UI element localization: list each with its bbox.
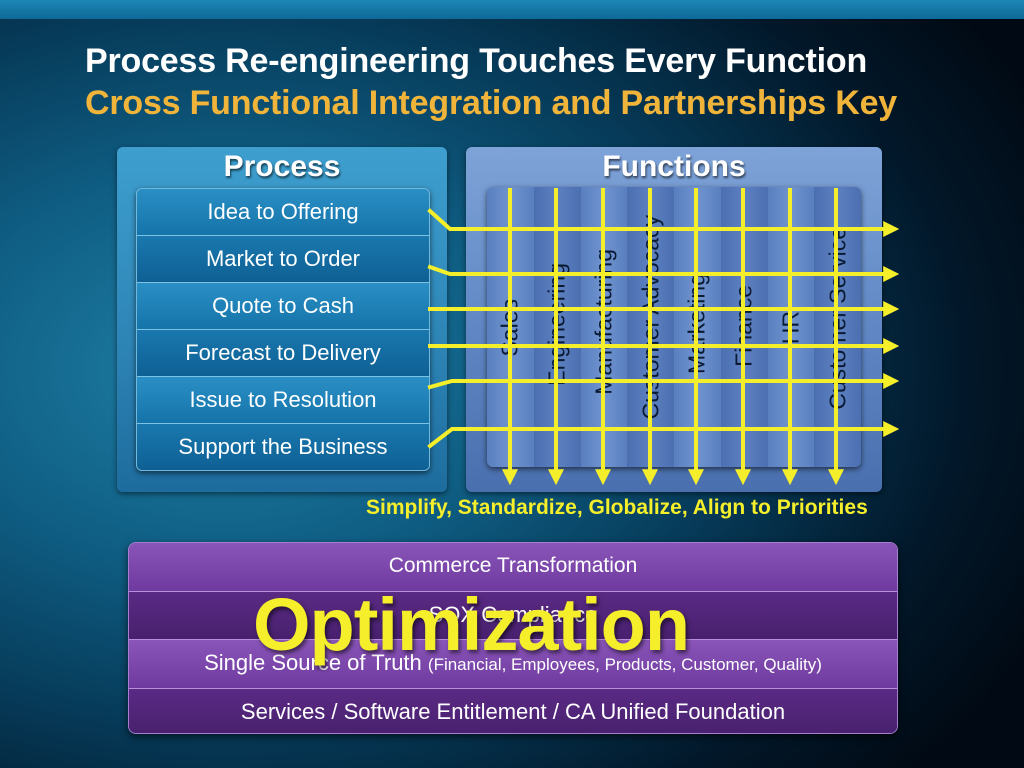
functions-header: Functions	[602, 150, 746, 183]
top-accent-bar	[0, 0, 1024, 19]
process-arrow	[427, 421, 900, 449]
process-arrow	[427, 264, 900, 282]
process-item: Forecast to Delivery	[137, 329, 429, 376]
process-item: Quote to Cash	[137, 282, 429, 329]
process-list: Idea to Offering Market to Order Quote t…	[136, 188, 430, 471]
optimization-row-detail: (Financial, Employees, Products, Custome…	[427, 655, 822, 674]
optimization-row: Commerce Transformation	[129, 543, 897, 591]
optimization-row: SOX Compliance	[129, 590, 897, 639]
slide-title: Process Re-engineering Touches Every Fun…	[85, 42, 868, 80]
optimization-row: Services / Software Entitlement / CA Uni…	[129, 687, 897, 733]
simplify-caption: Simplify, Standardize, Globalize, Align …	[366, 496, 868, 519]
process-item: Market to Order	[137, 235, 429, 282]
optimization-row: Single Source of Truth (Financial, Emplo…	[129, 639, 897, 688]
process-item: Support the Business	[137, 423, 429, 470]
optimization-overlay-text: Optimization	[253, 583, 690, 666]
optimization-panel: Commerce Transformation SOX Compliance S…	[128, 542, 898, 734]
process-header: Process	[223, 150, 341, 183]
slide-subtitle: Cross Functional Integration and Partner…	[85, 84, 898, 122]
process-arrow	[427, 373, 900, 390]
process-item: Idea to Offering	[137, 189, 429, 235]
process-arrow	[427, 208, 900, 237]
process-item: Issue to Resolution	[137, 376, 429, 423]
